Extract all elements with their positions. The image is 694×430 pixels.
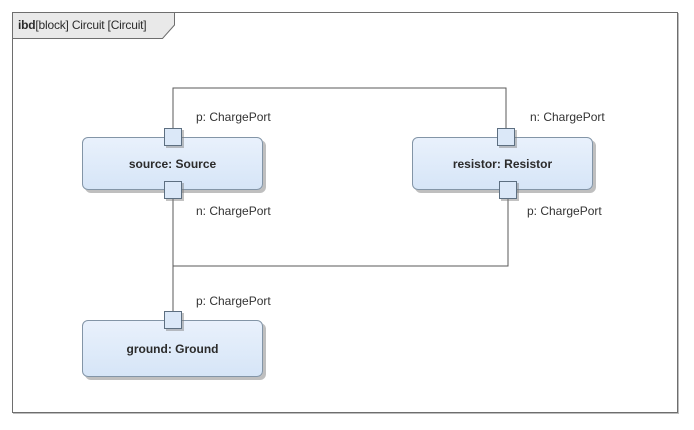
port-ground-p[interactable] (164, 311, 182, 329)
connector-source-n-to-resistor-p[interactable] (173, 199, 509, 267)
port-label-source-n: n: ChargePort (196, 204, 271, 218)
port-label-resistor-n: n: ChargePort (530, 110, 605, 124)
block-ground-label: ground: Ground (126, 341, 219, 356)
block-source-label: source: Source (128, 156, 217, 171)
frame-tab-keyword: ibd (18, 18, 36, 32)
port-source-p[interactable] (164, 128, 182, 146)
frame-tab-label: ibd[block] Circuit [Circuit] (18, 12, 147, 38)
frame-tab: ibd[block] Circuit [Circuit] (12, 12, 176, 40)
frame-tab-title: [block] Circuit [Circuit] (35, 18, 147, 32)
port-label-ground-p: p: ChargePort (196, 294, 271, 308)
port-label-source-p: p: ChargePort (196, 110, 271, 124)
port-source-n[interactable] (164, 181, 182, 199)
port-resistor-n[interactable] (497, 128, 515, 146)
block-resistor-label: resistor: Resistor (452, 156, 553, 171)
connector-source-p-to-resistor-n[interactable] (172, 87, 507, 128)
port-label-resistor-p: p: ChargePort (527, 204, 602, 218)
block-ground[interactable]: ground: Ground (82, 320, 263, 377)
frame-tab-shape (12, 12, 175, 39)
port-resistor-p[interactable] (499, 181, 517, 199)
